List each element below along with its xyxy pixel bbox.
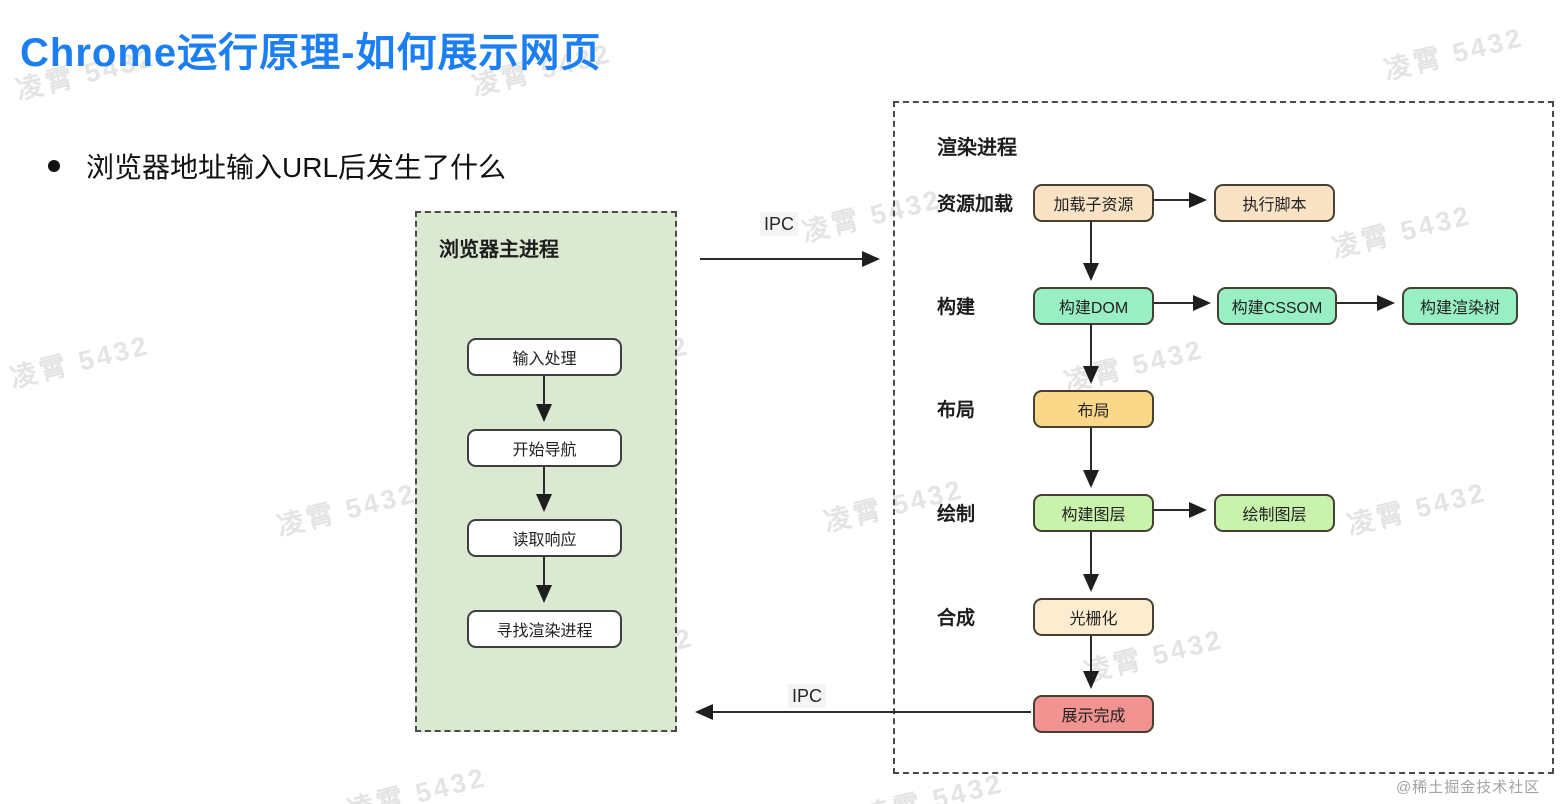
watermark: 凌霄 5432 (1381, 22, 1527, 86)
browser-main-process-panel: 浏览器主进程 输入处理 开始导航 读取响应 寻找渲染进程 (415, 211, 677, 732)
box-build-dom: 构建DOM (1033, 287, 1154, 325)
step-read-response: 读取响应 (467, 519, 622, 557)
step-input-handling: 输入处理 (467, 338, 622, 376)
bullet-dot-icon (48, 160, 60, 172)
community-credit: @稀土掘金技术社区 (1396, 779, 1541, 796)
watermark: 凌霄 5432 (274, 478, 420, 542)
box-layout: 布局 (1033, 390, 1154, 428)
box-build-cssom: 构建CSSOM (1217, 287, 1337, 325)
ipc-label-top: IPC (760, 212, 799, 236)
ipc-label-bottom: IPC (788, 684, 827, 708)
step-start-navigation: 开始导航 (467, 429, 622, 467)
row-label-composite: 合成 (937, 608, 976, 629)
step-find-render-process: 寻找渲染进程 (467, 610, 622, 648)
render-process-label: 渲染进程 (937, 137, 1017, 159)
render-process-panel: 渲染进程 资源加载 构建 布局 绘制 合成 加载子资源 执行脚本 构建DOM 构… (893, 101, 1554, 774)
row-label-build: 构建 (937, 297, 976, 318)
box-build-render-tree: 构建渲染树 (1402, 287, 1518, 325)
browser-main-process-label: 浏览器主进程 (439, 239, 559, 261)
page-title: Chrome运行原理-如何展示网页 (20, 31, 602, 75)
box-paint-layers: 绘制图层 (1214, 494, 1335, 532)
row-label-paint: 绘制 (937, 504, 976, 525)
row-label-layout: 布局 (937, 400, 976, 421)
bullet-text: 浏览器地址输入URL后发生了什么 (86, 152, 507, 183)
bullet-line: 浏览器地址输入URL后发生了什么 (48, 146, 506, 186)
watermark: 凌霄 5432 (344, 762, 490, 804)
row-label-resource-load: 资源加载 (937, 194, 1014, 215)
box-execute-script: 执行脚本 (1214, 184, 1335, 222)
box-rasterize: 光栅化 (1033, 598, 1154, 636)
watermark: 凌霄 5432 (7, 330, 153, 394)
box-load-subresources: 加载子资源 (1033, 184, 1154, 222)
box-display-complete: 展示完成 (1033, 695, 1154, 733)
box-build-layers: 构建图层 (1033, 494, 1154, 532)
